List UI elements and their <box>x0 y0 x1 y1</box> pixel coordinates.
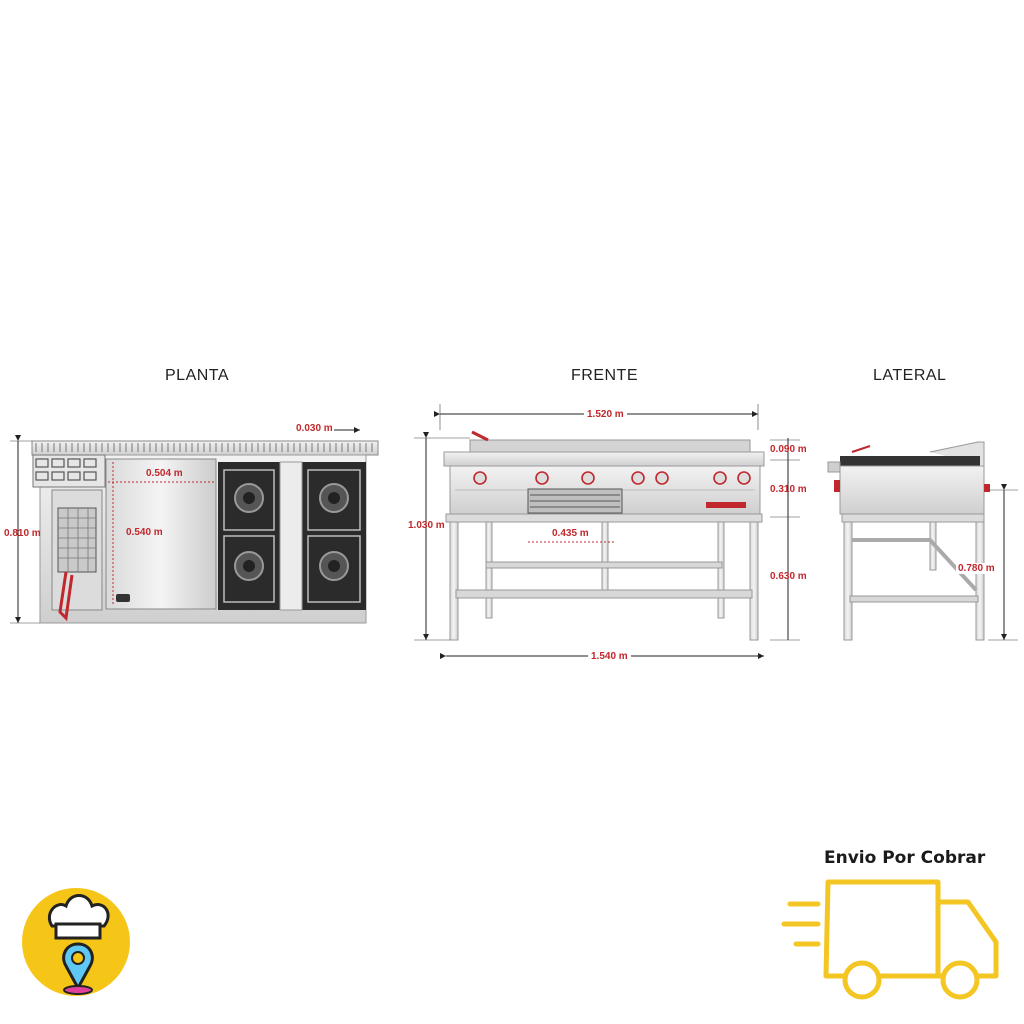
dim-lateral-height: 0.780 m <box>956 563 997 574</box>
view-title-lateral: LATERAL <box>873 367 947 384</box>
dim-planta-total-depth: 0.810 m <box>4 528 41 539</box>
dim-frente-total-height: 1.030 m <box>408 520 445 531</box>
frente-view <box>414 404 800 659</box>
lateral-view <box>827 441 1018 641</box>
dim-frente-grill-width: 0.435 m <box>552 528 589 539</box>
planta-view <box>10 427 379 624</box>
dim-frente-bottom-width: 1.540 m <box>588 651 631 662</box>
dim-frente-body-height: 0.310 m <box>770 484 807 495</box>
dim-frente-rail-height: 0.090 m <box>770 444 807 455</box>
chef-hat-location-icon <box>22 888 130 996</box>
dim-frente-top-width: 1.520 m <box>584 409 627 420</box>
view-title-frente: FRENTE <box>571 367 638 384</box>
delivery-truck-icon <box>781 879 999 1000</box>
dim-planta-plate-depth: 0.540 m <box>126 527 163 538</box>
dim-planta-plate-width: 0.504 m <box>146 468 183 479</box>
dim-frente-leg-height: 0.630 m <box>770 571 807 582</box>
dim-planta-top-edge: 0.030 m <box>296 423 333 434</box>
shipping-label: Envio Por Cobrar <box>824 848 986 868</box>
view-title-planta: PLANTA <box>165 367 230 384</box>
